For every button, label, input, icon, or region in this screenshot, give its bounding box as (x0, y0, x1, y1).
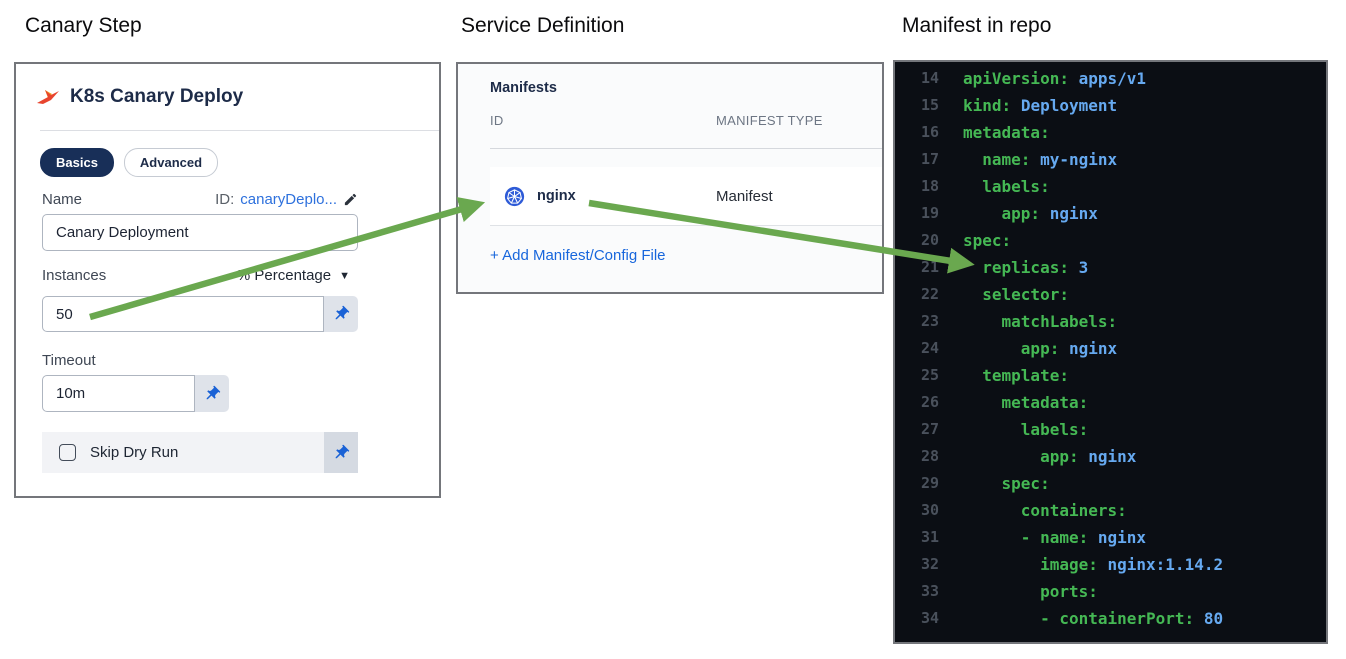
add-manifest-link[interactable]: + Add Manifest/Config File (490, 247, 666, 264)
code-line: 27 labels: (920, 420, 1089, 439)
canary-bird-icon (37, 90, 59, 104)
code-line: 28 app: nginx (920, 447, 1137, 466)
code-line: 23 matchLabels: (920, 312, 1118, 331)
code-line: 25 template: (920, 366, 1069, 385)
timeout-pin-button[interactable] (195, 375, 229, 412)
timeout-input[interactable] (42, 375, 195, 412)
canary-step-caption: Canary Step (25, 14, 142, 37)
kubernetes-icon (504, 186, 525, 206)
skip-dry-run-label: Skip Dry Run (90, 444, 179, 461)
code-line: 26 metadata: (920, 393, 1089, 412)
step-header: K8s Canary Deploy (36, 86, 243, 108)
code-line: 21 replicas: 3 (920, 258, 1089, 277)
instances-input[interactable] (42, 296, 324, 332)
column-header-manifest-type: MANIFEST TYPE (716, 113, 823, 128)
instances-unit-label: % Percentage (236, 267, 332, 284)
pin-icon (206, 385, 221, 399)
code-line: 24 app: nginx (920, 339, 1118, 358)
service-definition-panel: Manifests ID MANIFEST TYPE nginx Manifes… (456, 62, 884, 294)
instances-row: Instances % Percentage ▼ (42, 267, 358, 284)
table-divider (490, 225, 882, 226)
manifest-repo-caption: Manifest in repo (902, 14, 1052, 37)
step-title: K8s Canary Deploy (70, 86, 244, 107)
service-definition-caption: Service Definition (461, 14, 625, 37)
manifest-type-cell: Manifest (716, 187, 773, 205)
skip-dry-run-pin-button[interactable] (324, 432, 358, 473)
code-line: 29 spec: (920, 474, 1050, 493)
pin-icon (335, 444, 350, 458)
step-tabs: Basics Advanced (40, 148, 219, 177)
timeout-input-wrap (42, 375, 229, 412)
column-header-id: ID (490, 113, 504, 128)
name-label: Name (42, 191, 83, 208)
skip-dry-run-checkbox[interactable] (59, 444, 76, 461)
name-input[interactable] (42, 214, 358, 251)
code-line: 22 selector: (920, 285, 1069, 304)
code-line: 34 - containerPort: 80 (920, 609, 1224, 628)
instances-unit-select[interactable]: % Percentage ▼ (237, 267, 358, 284)
tab-basics[interactable]: Basics (40, 148, 114, 177)
code-line: 18 labels: (920, 177, 1050, 196)
name-input-wrap (42, 214, 358, 251)
canary-step-panel: K8s Canary Deploy Basics Advanced Name I… (14, 62, 441, 498)
chevron-down-icon: ▼ (339, 269, 350, 282)
pin-icon (335, 305, 350, 320)
step-id: ID: canaryDeplo... (215, 191, 358, 208)
instances-pin-button[interactable] (324, 296, 358, 332)
skip-dry-run-row: Skip Dry Run (42, 432, 358, 473)
code-line: 32 image: nginx:1.14.2 (920, 555, 1224, 574)
name-row: Name ID: canaryDeplo... (42, 191, 358, 208)
edit-pencil-icon[interactable] (343, 192, 358, 207)
manifest-id-cell: nginx (537, 188, 576, 204)
header-divider (40, 130, 439, 131)
code-line: 17 name: my-nginx (920, 150, 1118, 169)
manifest-table-row[interactable]: nginx Manifest (490, 167, 882, 225)
id-prefix: ID: (215, 191, 235, 208)
instances-label: Instances (42, 267, 107, 284)
timeout-label: Timeout (42, 352, 96, 369)
code-line: 19 app: nginx (920, 204, 1098, 223)
table-divider (490, 148, 882, 149)
code-line: 33 ports: (920, 582, 1098, 601)
tab-advanced[interactable]: Advanced (123, 148, 219, 177)
code-line: 30 containers: (920, 501, 1127, 520)
id-link[interactable]: canaryDeplo... (240, 191, 337, 208)
manifests-section-title: Manifests (490, 80, 557, 96)
instances-input-wrap (42, 296, 358, 332)
code-line: 31 - name: nginx (920, 528, 1147, 547)
